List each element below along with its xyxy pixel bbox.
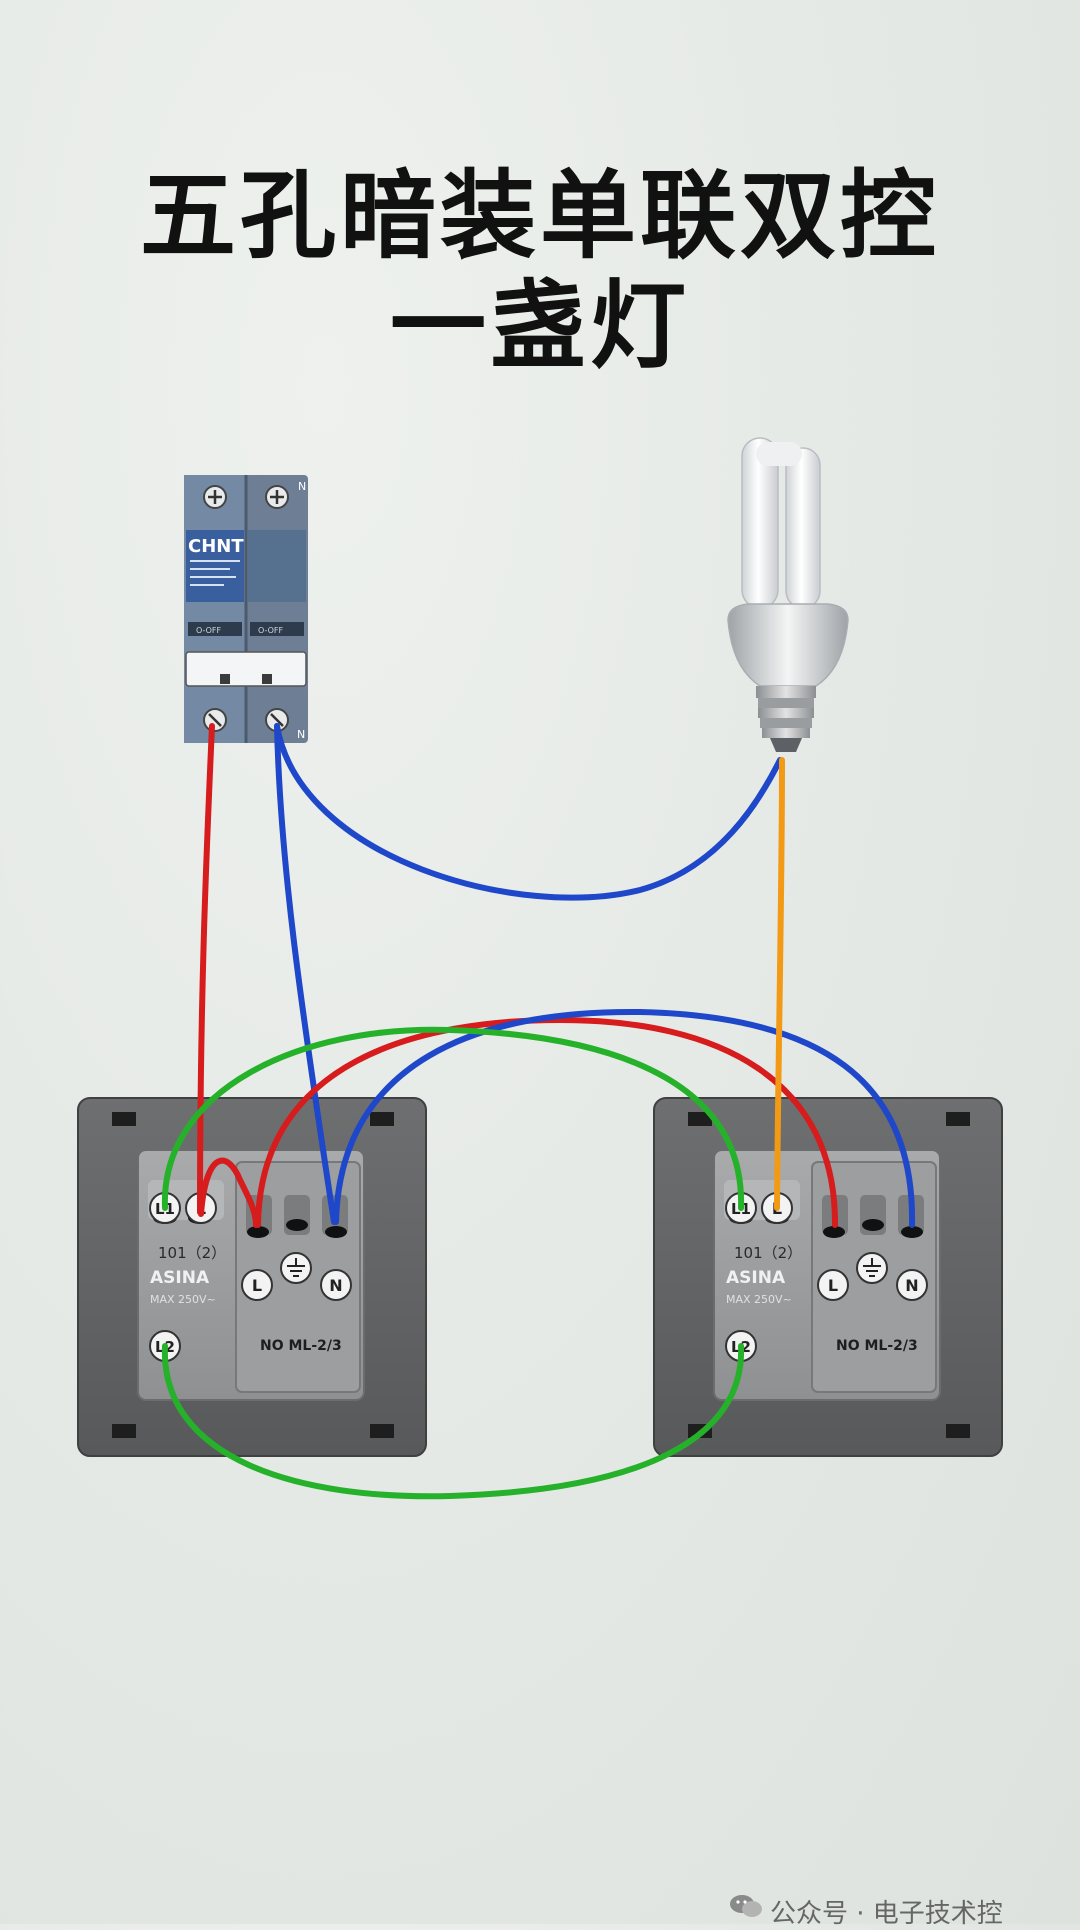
live-wire-to-left-switch [197,723,215,1215]
lamp-wire-to-right-switch [774,757,785,1211]
socket-terminal-l: L [817,1269,849,1301]
switch-rating: MAX 250V~ [726,1293,792,1306]
svg-text:N: N [905,1276,918,1295]
diagram-title-line-2: 一盏灯 [390,270,690,382]
switch-panel-right: 101（2） ASINA MAX 250V~ NO ML-2/3 L1 L L2… [653,1097,1003,1457]
cfl-bulb [727,437,849,752]
neutral-wire-to-lamp [274,723,783,901]
svg-text:L: L [252,1276,262,1295]
watermark: 公众号 · 电子技术控 [728,1893,1003,1930]
switch-model: 101（2） [734,1244,802,1262]
svg-text:O-OFF: O-OFF [258,626,284,635]
live-wire-to-right-socket [255,1016,839,1228]
diagram-title-line-1: 五孔暗装单联双控 [140,160,940,272]
socket-model: NO ML-2/3 [260,1338,342,1354]
wires [161,723,916,1500]
breaker-bottom-n-label: N [297,728,305,741]
wechat-icon [728,1895,764,1928]
ground-icon [856,1252,888,1284]
neutral-wire-to-left-socket [274,723,337,1225]
live-jumper-left [198,1157,259,1228]
socket-terminal-n: N [896,1269,928,1301]
socket-terminal-n: N [320,1269,352,1301]
svg-text:N: N [329,1276,342,1295]
ground-icon [280,1252,312,1284]
breaker-n-label: N [298,480,306,493]
neutral-wire-to-right-socket [333,1008,916,1228]
socket-terminal-l: L [241,1269,273,1301]
svg-text:O-OFF: O-OFF [196,626,222,635]
switch-brand: ASINA [726,1268,786,1288]
traveler-wire-l2 [161,1343,745,1500]
svg-text:L: L [828,1276,838,1295]
watermark-text: 公众号 · 电子技术控 [770,1899,1003,1929]
switch-brand: ASINA [150,1268,210,1288]
breaker-toggle [185,651,307,687]
socket-model: NO ML-2/3 [836,1338,918,1354]
traveler-wire-l1 [161,1026,745,1211]
circuit-breaker: N CHNT O-OFF O-OFF N [184,475,308,743]
breaker-brand: CHNT [188,536,244,557]
switch-rating: MAX 250V~ [150,1293,216,1306]
switch-panel-left: 101（2） ASINA MAX 250V~ NO ML-2/3 L1 L L2… [77,1097,427,1457]
switch-model: 101（2） [158,1244,226,1262]
